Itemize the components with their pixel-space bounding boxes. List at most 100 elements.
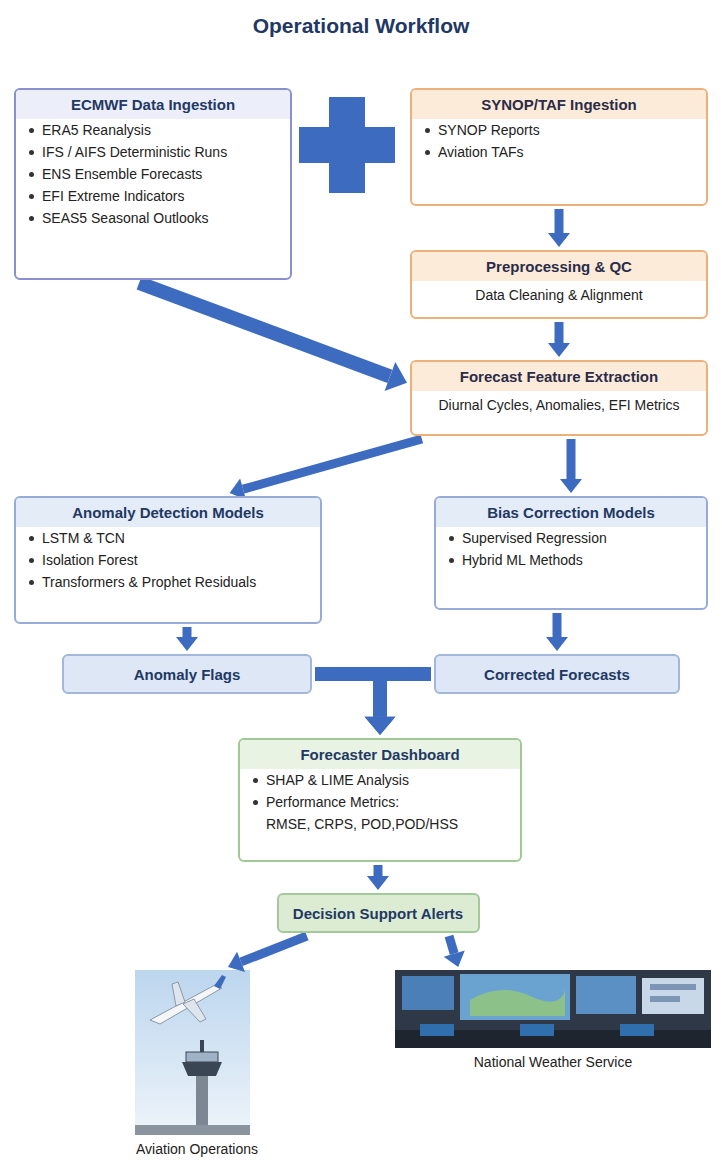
arrow-shaft xyxy=(449,936,454,954)
box-heading: Bias Correction Models xyxy=(436,498,706,527)
output-box: Decision Support Alerts xyxy=(277,893,480,933)
arrow-head xyxy=(548,233,570,247)
bullet-item: RMSE, CRPS, POD,POD/HSS xyxy=(240,813,520,835)
room-background xyxy=(395,970,711,1048)
box-padding xyxy=(16,593,320,599)
sky-panel xyxy=(135,970,250,1135)
arrow-head xyxy=(365,717,396,735)
bullet-text: Transformers & Prophet Residuals xyxy=(42,574,256,590)
arrow-head xyxy=(228,952,245,972)
arrow-shaft xyxy=(183,627,192,637)
bullet-item: ENS Ensemble Forecasts xyxy=(16,163,290,185)
arrow-shaft xyxy=(243,439,422,489)
bullet-text: Hybrid ML Methods xyxy=(462,552,583,568)
box-heading: SYNOP/TAF Ingestion xyxy=(412,90,706,119)
bullet-text: LSTM & TCN xyxy=(42,530,125,546)
arrow-shaft xyxy=(555,209,564,233)
bullet-text: SHAP & LIME Analysis xyxy=(266,772,409,788)
bullet-dot xyxy=(449,558,454,563)
arrow-head xyxy=(560,479,582,493)
bullet-text: Performance Metrics: xyxy=(266,794,399,810)
bullet-item: ERA5 Reanalysis xyxy=(16,119,290,141)
box-body: Diurnal Cycles, Anomalies, EFI Metrics xyxy=(412,391,706,421)
bullet-item: IFS / AIFS Deterministic Runs xyxy=(16,141,290,163)
box-body: Data Cleaning & Alignment xyxy=(412,281,706,311)
process-box: Anomaly Detection ModelsLSTM & TCN Isolat… xyxy=(14,496,322,624)
arrow-shaft xyxy=(380,674,431,717)
bullet-dot xyxy=(29,216,34,221)
box-padding xyxy=(436,571,706,577)
box-heading: Anomaly Detection Models xyxy=(16,498,320,527)
bullet-item: SEAS5 Seasonal Outlooks xyxy=(16,207,290,229)
arrow-head xyxy=(176,637,198,651)
output-box: Anomaly Flags xyxy=(62,654,312,694)
flow-connector xyxy=(228,936,307,972)
box-label: Decision Support Alerts xyxy=(283,905,473,922)
bullet-item: Aviation TAFs xyxy=(412,141,706,163)
flow-connector xyxy=(548,322,570,357)
bullet-text: ERA5 Reanalysis xyxy=(42,122,151,138)
box-heading: ECMWF Data Ingestion xyxy=(16,90,290,119)
process-box: SYNOP/TAF IngestionSYNOP ReportsAviation… xyxy=(410,88,708,206)
display-screens xyxy=(402,974,704,1020)
box-padding xyxy=(240,835,520,841)
picture-node: Aviation Operations xyxy=(135,970,259,1135)
flow-connector xyxy=(230,439,422,500)
bullet-dot xyxy=(253,800,258,805)
desks xyxy=(395,1024,711,1048)
arrow-shaft xyxy=(567,439,576,479)
bullet-text: Isolation Forest xyxy=(42,552,138,568)
control-tower xyxy=(135,1040,250,1135)
bullet-text: RMSE, CRPS, POD,POD/HSS xyxy=(266,816,458,832)
bullet-text: Supervised Regression xyxy=(462,530,607,546)
arrow-shaft xyxy=(555,322,564,343)
box-padding xyxy=(412,421,706,427)
box-heading: Preprocessing & QC xyxy=(412,252,706,281)
bullet-dot xyxy=(29,536,34,541)
arrow-shaft xyxy=(315,674,380,717)
bullet-text: IFS / AIFS Deterministic Runs xyxy=(42,144,227,160)
box-padding xyxy=(412,163,706,169)
bullet-dot xyxy=(29,172,34,177)
bullet-item: Performance Metrics: xyxy=(240,791,520,813)
bullet-dot xyxy=(29,150,34,155)
bullet-item: Transformers & Prophet Residuals xyxy=(16,571,320,593)
box-padding xyxy=(412,311,706,317)
bullet-dot xyxy=(425,128,430,133)
flow-connector xyxy=(367,865,389,890)
bullet-item: Hybrid ML Methods xyxy=(436,549,706,571)
plus-cross xyxy=(299,97,395,193)
bullet-item: SYNOP Reports xyxy=(412,119,706,141)
bullet-text: SEAS5 Seasonal Outlooks xyxy=(42,210,209,226)
bullet-dot xyxy=(425,150,430,155)
arrow-shaft xyxy=(241,936,307,962)
bullet-item: LSTM & TCN xyxy=(16,527,320,549)
flow-connector xyxy=(365,674,431,735)
picture-node: National Weather Service xyxy=(395,970,711,1048)
picture-caption: National Weather Service xyxy=(474,1054,632,1070)
flow-connector xyxy=(548,209,570,247)
arrow-shaft xyxy=(553,613,562,637)
arrow-head xyxy=(548,343,570,357)
box-label: Anomaly Flags xyxy=(124,666,251,683)
bullet-dot xyxy=(29,580,34,585)
process-box: ECMWF Data IngestionERA5 ReanalysisIFS /… xyxy=(14,88,292,280)
bullet-text: SYNOP Reports xyxy=(438,122,540,138)
flow-connector xyxy=(546,613,568,651)
airplane xyxy=(150,975,226,1024)
process-box: Bias Correction ModelsSupervised Regress… xyxy=(434,496,708,610)
arrow-head xyxy=(546,637,568,651)
bullet-dot xyxy=(29,558,34,563)
diagram-title: Operational Workflow xyxy=(0,14,722,38)
bullet-item: Isolation Forest xyxy=(16,549,320,571)
bullet-text: Aviation TAFs xyxy=(438,144,524,160)
arrow-head xyxy=(444,950,465,967)
bullet-item: SHAP & LIME Analysis xyxy=(240,769,520,791)
process-box: Preprocessing & QCData Cleaning & Alignm… xyxy=(410,250,708,319)
bullet-text: EFI Extreme Indicators xyxy=(42,188,184,204)
arrow-shaft xyxy=(139,283,390,376)
bullet-dot xyxy=(29,194,34,199)
box-padding xyxy=(16,229,290,235)
process-box: Forecast Feature ExtractionDiurnal Cycle… xyxy=(410,360,708,436)
